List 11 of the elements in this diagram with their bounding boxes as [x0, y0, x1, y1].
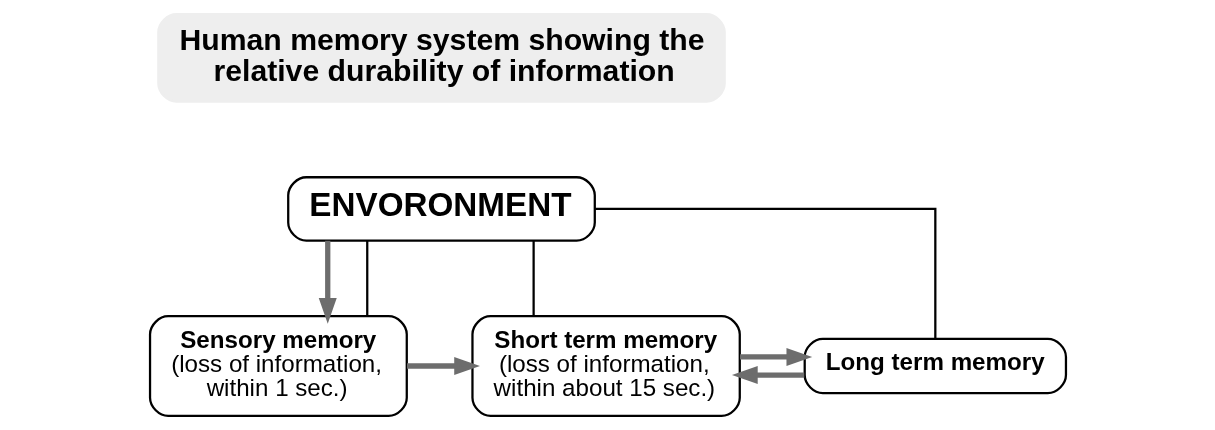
- connector: [594, 207, 936, 339]
- node-box: Short term memory (loss of information, within about 15 sec.): [470, 315, 741, 417]
- arrow: [406, 357, 480, 376]
- arrow: [739, 347, 812, 366]
- node-box: Long term memory: [803, 337, 1067, 395]
- node-box: Sensory memory (loss of information, within 1 sec.): [148, 315, 408, 417]
- connector: [532, 240, 535, 316]
- connector: [365, 240, 368, 316]
- node-box: ENVORONMENT: [286, 176, 596, 242]
- arrow: [731, 366, 804, 385]
- arrow: [318, 240, 337, 324]
